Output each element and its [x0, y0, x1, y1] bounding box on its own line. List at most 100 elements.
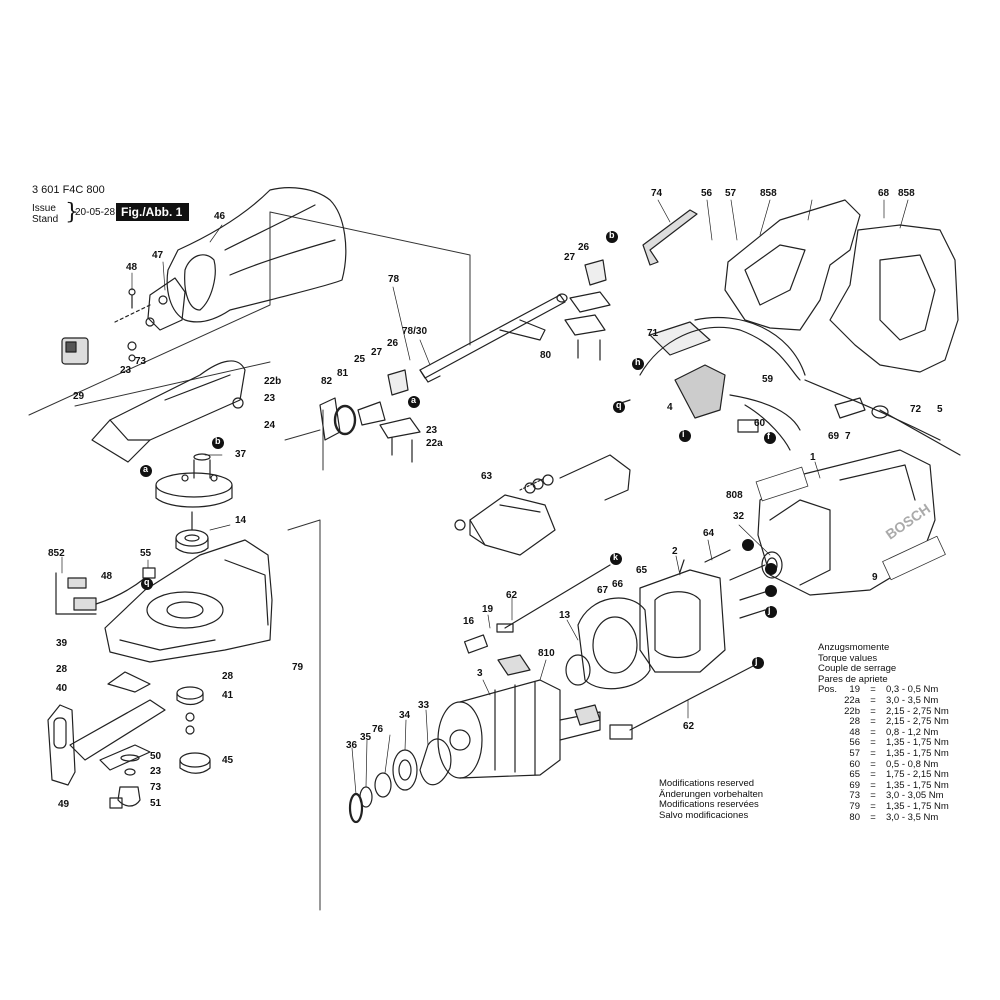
torque-pos-label [818, 760, 840, 771]
label-7: 7 [845, 431, 851, 442]
label-59: 59 [762, 374, 774, 385]
label-68: 68 [878, 188, 890, 199]
label-27-upper: 27 [564, 252, 576, 263]
marker-i-right [765, 563, 777, 575]
part-67-shroud [565, 597, 651, 690]
label-73: 73 [135, 356, 147, 367]
label-808: 808 [726, 490, 743, 501]
part-74-hex-key [642, 209, 698, 266]
label-64: 64 [703, 528, 715, 539]
label-34: 34 [399, 710, 411, 721]
part-37-cam-disk [155, 453, 233, 508]
label-14: 14 [235, 515, 247, 526]
label-808-plate [755, 466, 809, 502]
torque-value: 3,0 - 3,5 Nm [886, 811, 939, 823]
label-72: 72 [910, 404, 922, 415]
label-62-upper: 62 [506, 590, 518, 601]
torque-pos-label [818, 728, 840, 739]
mod-line-en: Modifications reserved [659, 778, 755, 789]
torque-eq: = [870, 737, 876, 749]
torque-eq: = [870, 716, 876, 728]
part-1-motor-housing: BOSCH [757, 449, 936, 596]
torque-row: 22a=3,0 - 3,5 Nm [818, 694, 949, 707]
divider-lines [28, 211, 471, 911]
torque-value: 0,8 - 1,2 Nm [886, 726, 939, 738]
label-22b: 22b [264, 376, 282, 387]
label-56: 56 [701, 188, 713, 199]
label-76: 76 [372, 724, 384, 735]
label-79: 79 [292, 662, 304, 673]
label-25: 25 [354, 354, 366, 365]
torque-eq: = [870, 769, 876, 781]
torque-value: 0,3 - 0,5 Nm [886, 684, 939, 696]
torque-row: 28=2,15 - 2,75 Nm [818, 716, 948, 728]
label-a-lower: a [143, 464, 149, 474]
marker-j [752, 657, 764, 669]
label-32: 32 [733, 511, 745, 522]
label-27-lower: 27 [371, 347, 383, 358]
label-60: 60 [754, 418, 766, 429]
label-65: 65 [636, 565, 648, 576]
marker-a-lower [140, 465, 152, 477]
label-i: i [682, 429, 685, 439]
part-40-plate [107, 671, 151, 693]
leader-lines [61, 199, 909, 795]
label-80: 80 [540, 350, 552, 361]
torque-title-de: Anzugsmomente [818, 642, 890, 653]
part-14-bearing [175, 511, 209, 554]
torque-pos: 22a [844, 694, 860, 706]
marker-q-upper [613, 401, 625, 413]
mod-line-fr: Modifications reservées [659, 799, 759, 810]
label-852: 852 [48, 548, 65, 559]
label-858-left: 858 [760, 188, 777, 199]
torque-pos: 57 [849, 747, 860, 759]
part-24-slide-cover [91, 360, 246, 463]
label-q-lower: q [144, 577, 150, 587]
torque-pos: 80 [849, 811, 860, 823]
label-47: 47 [152, 250, 164, 261]
mod-line-de: Änderungen vorbehalten [659, 788, 764, 800]
marker-b-upper [606, 231, 618, 243]
label-810: 810 [538, 648, 555, 659]
label-9-plate [882, 535, 946, 581]
label-46: 46 [214, 211, 226, 222]
label-45: 45 [222, 755, 234, 766]
label-28-left: 28 [56, 664, 68, 675]
stand-label: Stand [32, 214, 59, 225]
torque-pos-label [818, 717, 840, 728]
torque-pos-label [818, 770, 840, 781]
torque-row: 48=0,8 - 1,2 Nm [818, 726, 949, 739]
label-q-upper: q [616, 400, 622, 410]
label-78: 78 [388, 274, 400, 285]
torque-pos: 22b [844, 705, 860, 717]
torque-pos-label [818, 749, 840, 760]
torque-eq: = [870, 705, 876, 717]
marker-k-right [742, 539, 754, 551]
label-69: 69 [828, 431, 840, 442]
label-16: 16 [463, 616, 475, 627]
label-35: 35 [360, 732, 372, 743]
label-23-lower: 23 [150, 766, 162, 777]
label-f: f [767, 431, 770, 441]
wires [504, 549, 766, 731]
label-40: 40 [56, 683, 68, 694]
label-78-30: 78/30 [402, 326, 428, 337]
label-22a: 22a [426, 438, 443, 449]
marker-f-right [765, 606, 777, 618]
torque-row: 80=3,0 - 3,5 Nm [818, 811, 949, 824]
torque-title-es: Pares de apriete [818, 673, 888, 685]
part-29-block [61, 337, 89, 365]
label-36: 36 [346, 740, 358, 751]
label-33: 33 [418, 700, 430, 711]
label-41: 41 [222, 690, 234, 701]
part-63-spring-bracket [454, 454, 631, 556]
brace-glyph: } [65, 200, 79, 225]
label-48: 48 [126, 262, 138, 273]
label-b-lower: b [215, 436, 221, 446]
part-3-armature [437, 679, 601, 779]
torque-pos-label [818, 707, 840, 718]
torque-value: 1,35 - 1,75 Nm [886, 737, 949, 749]
torque-pos: 19 [849, 684, 860, 696]
label-67: 67 [597, 585, 609, 596]
